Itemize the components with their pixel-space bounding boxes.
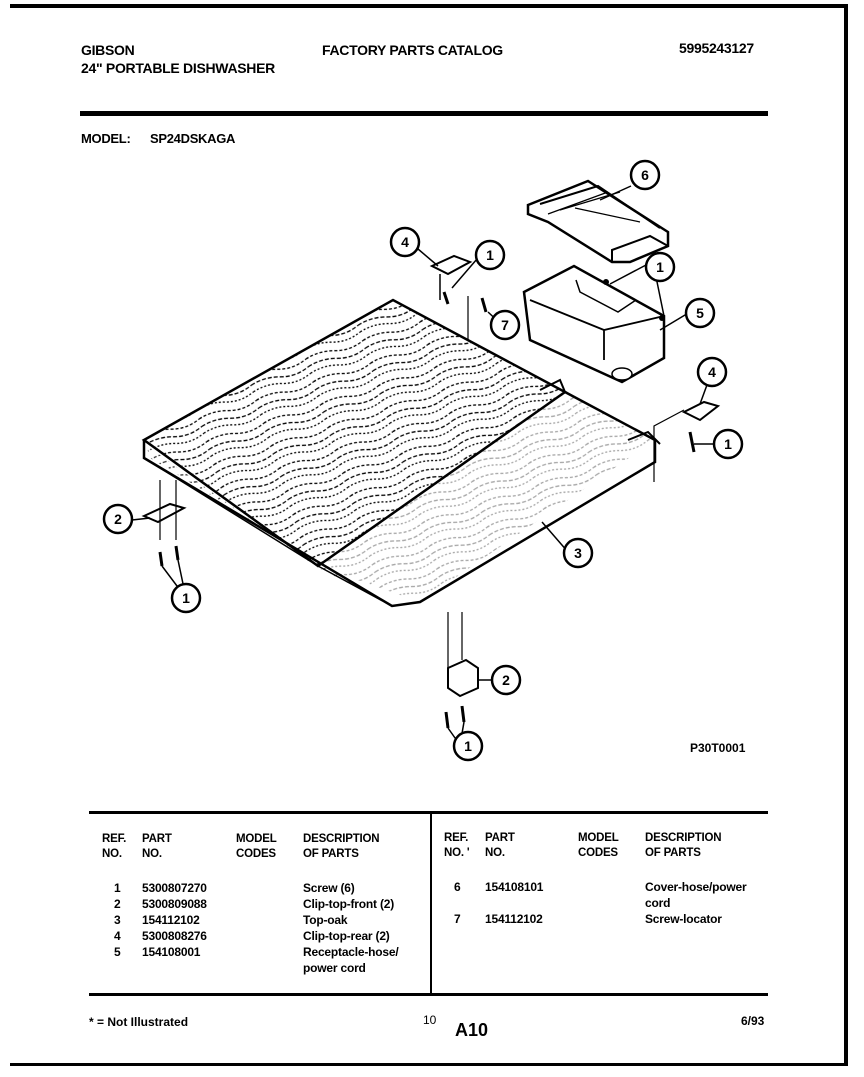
callout-6: 6 — [629, 159, 661, 191]
catalog-title: FACTORY PARTS CATALOG — [322, 42, 503, 58]
left-part-column: 5300807270 5300809088 154112102 53008082… — [142, 880, 207, 960]
callout-label: 2 — [502, 672, 510, 688]
table-cell: Receptacle-hose/ — [303, 945, 399, 959]
callout-label: 1 — [464, 738, 472, 754]
top-oak-part — [141, 298, 661, 608]
right-part-column: 154108101 154112102 — [485, 879, 543, 927]
clip-top-front-right-part — [444, 612, 479, 729]
section-label: A10 — [455, 1020, 489, 1040]
table-cell — [454, 895, 460, 911]
table-cell: Cover-hose/power — [645, 880, 747, 894]
revision-date: 6/93 — [741, 1014, 765, 1028]
table-divider — [430, 814, 432, 994]
clip-top-rear-left-part — [429, 254, 473, 305]
model-number: SP24DSKAGA — [150, 131, 236, 146]
receptacle-part — [522, 264, 666, 384]
callout-2: 2 — [102, 503, 134, 535]
table-cell: 7 — [454, 912, 461, 926]
callout-label: 1 — [656, 259, 664, 275]
callout-label: 6 — [641, 167, 649, 183]
callout-1: 1 — [712, 428, 744, 460]
product-name: 24" PORTABLE DISHWASHER — [81, 60, 275, 76]
table-cell: 154112102 — [485, 912, 543, 926]
page-number: 10 — [423, 1013, 437, 1027]
table-cell: 154108101 — [485, 880, 544, 894]
callout-label: 1 — [724, 436, 732, 452]
table-top-rule — [89, 811, 768, 814]
table-cell: 3 — [114, 913, 121, 927]
exploded-parts-diagram: 6 4 1 1 7 5 4 1 2 3 1 2 1 P30T0001 — [102, 159, 746, 762]
brand-name: GIBSON — [81, 42, 135, 58]
callout-5: 5 — [684, 297, 716, 329]
callout-2: 2 — [490, 664, 522, 696]
left-ref-column: 1 2 3 4 5 — [114, 880, 121, 960]
catalog-number: 5995243127 — [679, 40, 754, 56]
page-frame — [10, 4, 848, 1066]
table-cell: Screw-locator — [645, 912, 722, 926]
table-cell: 1 — [114, 881, 121, 895]
callout-1: 1 — [452, 730, 484, 762]
callout-label: 7 — [501, 317, 509, 333]
header-rule — [80, 111, 768, 116]
clip-top-front-left-part — [141, 480, 187, 567]
callout-7: 7 — [489, 309, 521, 341]
callout-label: 4 — [401, 234, 409, 250]
callout-label: 3 — [574, 545, 582, 561]
table-cell: 6 — [454, 880, 461, 894]
callout-1: 1 — [170, 582, 202, 614]
right-ref-column: 6 7 — [454, 879, 461, 927]
table-cell: power cord — [303, 961, 366, 975]
screw-locator-part — [467, 296, 488, 340]
callout-label: 5 — [696, 305, 704, 321]
table-cell: 154108001 — [142, 945, 201, 959]
table-cell: 5300807270 — [142, 881, 207, 895]
hdr-ref-left: REF.NO. — [102, 833, 127, 860]
callout-label: 1 — [182, 590, 190, 606]
table-cell: Top-oak — [303, 913, 348, 927]
callout-label: 2 — [114, 511, 122, 527]
figure-id: P30T0001 — [690, 741, 746, 755]
callout-label: 4 — [708, 364, 716, 380]
model-label: MODEL: — [81, 131, 131, 146]
callout-4: 4 — [389, 226, 421, 258]
table-cell: Clip-top-front (2) — [303, 897, 395, 911]
table-cell: 154112102 — [142, 913, 200, 927]
callout-1: 1 — [644, 251, 676, 283]
table-cell: 5 — [114, 945, 121, 959]
callout-4: 4 — [696, 356, 728, 388]
table-cell: Clip-top-rear (2) — [303, 929, 390, 943]
cover-hose-part — [526, 179, 670, 264]
callout-label: 1 — [486, 247, 494, 263]
hdr-ref-right: REF.NO. ' — [444, 832, 470, 859]
right-desc-column: Cover-hose/power cord Screw-locator — [645, 879, 747, 927]
table-cell: 5300809088 — [142, 897, 207, 911]
callout-1: 1 — [474, 239, 506, 271]
clip-top-rear-right-part — [653, 400, 721, 482]
table-bottom-rule — [89, 993, 768, 996]
table-cell: Screw (6) — [303, 881, 355, 895]
footnote: * = Not Illustrated — [89, 1015, 189, 1029]
table-cell: 2 — [114, 897, 121, 911]
table-cell — [485, 895, 543, 911]
table-cell: 4 — [114, 929, 121, 943]
table-cell: cord — [645, 896, 671, 910]
table-cell: 5300808276 — [142, 929, 207, 943]
left-desc-column: Screw (6) Clip-top-front (2) Top-oak Cli… — [303, 880, 399, 976]
callout-3: 3 — [562, 537, 594, 569]
